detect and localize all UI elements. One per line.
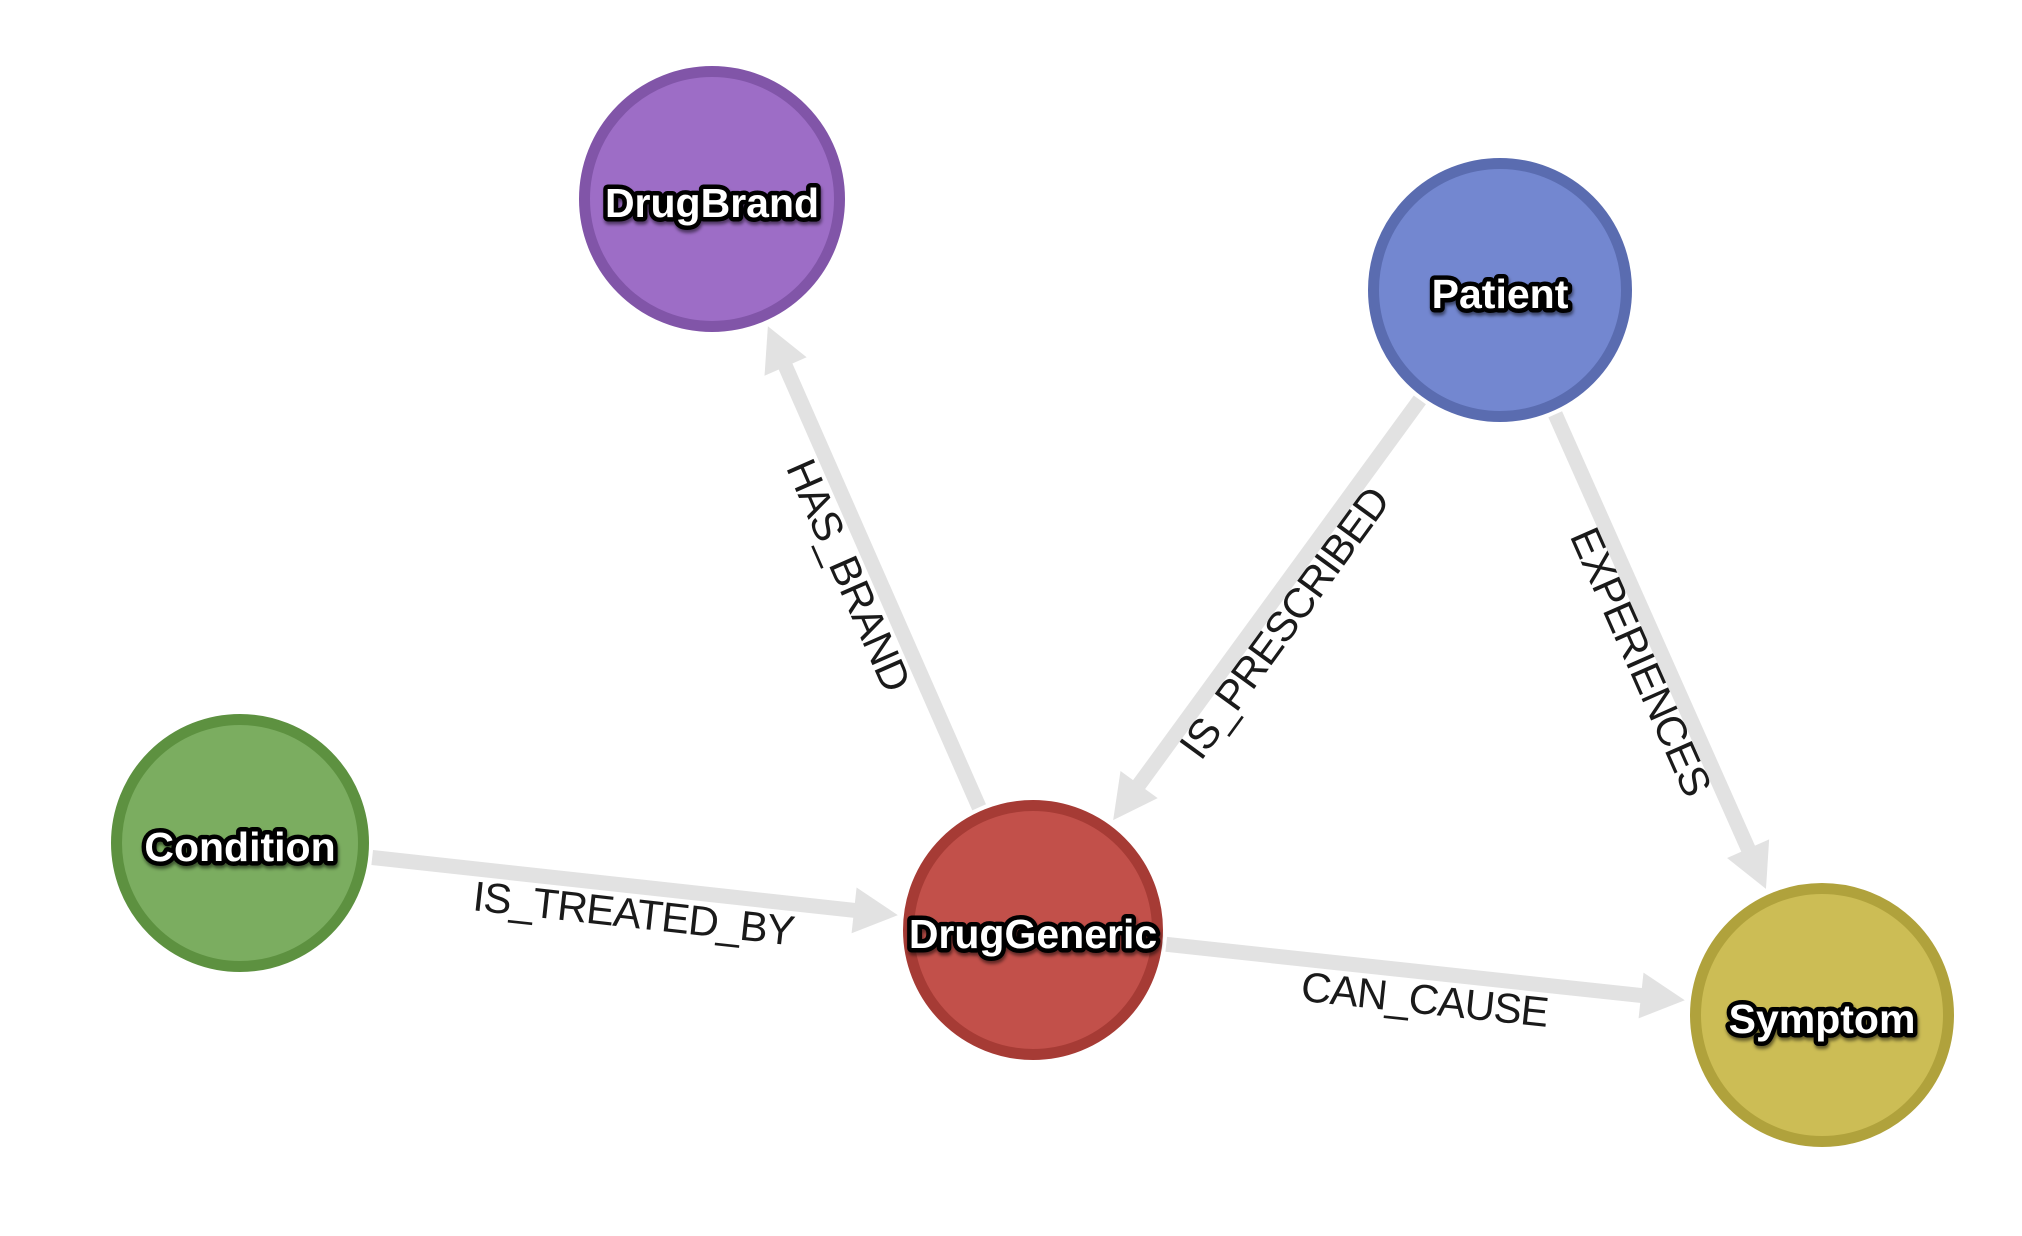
node-label: Patient bbox=[1432, 271, 1569, 317]
node-circle-drugbrand[interactable] bbox=[579, 66, 845, 332]
edge-label[interactable]: IS_PRESCRIBED bbox=[1170, 479, 1398, 768]
arrowhead-icon bbox=[764, 326, 807, 376]
arrowhead-icon bbox=[1727, 839, 1770, 889]
node-label: Symptom bbox=[1729, 996, 1916, 1042]
node-drugbrand: DrugBrand bbox=[579, 66, 845, 332]
edge-label[interactable]: EXPERIENCES bbox=[1561, 520, 1721, 802]
node-patient: Patient bbox=[1368, 158, 1632, 422]
arrowhead-icon bbox=[1113, 771, 1158, 821]
edge-is-prescribed: IS_PRESCRIBED bbox=[1113, 395, 1426, 821]
node-label: Condition bbox=[144, 824, 335, 870]
node-symptom: Symptom bbox=[1690, 883, 1954, 1147]
edge-line[interactable] bbox=[1131, 395, 1426, 791]
node-label: DrugBrand bbox=[605, 180, 819, 226]
node-circle-condition[interactable] bbox=[111, 714, 369, 972]
node-label: DrugGeneric bbox=[909, 911, 1157, 957]
node-circle-patient[interactable] bbox=[1368, 158, 1632, 422]
edge-line[interactable] bbox=[1548, 411, 1756, 854]
edge-can-cause: CAN_CAUSE bbox=[1165, 936, 1685, 1036]
node-druggeneric: DrugGeneric bbox=[903, 800, 1163, 1060]
nodes-layer: DrugBrandPatientConditionDrugGenericSymp… bbox=[111, 66, 1954, 1147]
edge-experiences: EXPERIENCES bbox=[1548, 411, 1770, 889]
edge-is-treated-by: IS_TREATED_BY bbox=[371, 850, 898, 954]
arrowhead-icon bbox=[851, 887, 898, 934]
edge-line[interactable] bbox=[1165, 936, 1644, 1004]
node-condition: Condition bbox=[111, 714, 369, 972]
edge-has-brand: HAS_BRAND bbox=[764, 326, 986, 811]
edge-line[interactable] bbox=[371, 850, 857, 919]
node-circle-symptom[interactable] bbox=[1690, 883, 1954, 1147]
arrowhead-icon bbox=[1638, 972, 1685, 1019]
node-circle-druggeneric[interactable] bbox=[903, 800, 1163, 1060]
edge-line[interactable] bbox=[777, 361, 986, 811]
edge-label[interactable]: HAS_BRAND bbox=[777, 452, 920, 698]
